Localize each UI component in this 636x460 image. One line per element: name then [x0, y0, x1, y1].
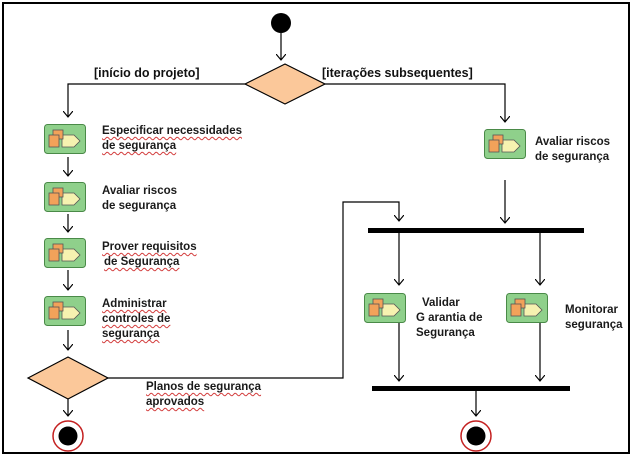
- activity-line: Administrar: [102, 298, 167, 310]
- activity-line: segurança: [102, 328, 160, 340]
- activity-line: de segurança: [535, 151, 610, 163]
- final-node-right: [460, 420, 492, 452]
- decision-label-line: Planos de segurança: [146, 381, 262, 393]
- activity-line: Monitorar: [565, 304, 619, 316]
- activity-especificar-necessidades: Especificar necessidades de segurança: [102, 124, 242, 154]
- activity-avaliar-riscos-right: Avaliar riscos de segurança: [535, 135, 610, 165]
- activity-icon-avaliar-left: [44, 182, 86, 212]
- activity-icon-avaliar-right: [484, 129, 526, 159]
- join-bar: [372, 386, 570, 391]
- activity-avaliar-riscos-left: Avaliar riscos de segurança: [102, 184, 177, 214]
- activity-prover-requisitos: Prover requisitos de Segurança: [102, 240, 197, 270]
- activity-line: controles de: [102, 313, 171, 325]
- activity-line: Prover requisitos: [102, 241, 197, 253]
- activity-line: Segurança: [416, 327, 475, 339]
- flow-decision-to-right: [325, 83, 505, 122]
- decision-plans-approved: [26, 356, 110, 400]
- flow-approved-to-fork: [108, 201, 399, 379]
- activity-line: de segurança: [102, 140, 177, 152]
- activity-icon-validar: [364, 293, 406, 323]
- activity-monitorar-seguranca: Monitorar segurança: [565, 303, 623, 333]
- decision-label-line: aprovados: [146, 396, 205, 408]
- label-plans-approved: Planos de segurança aprovados: [146, 380, 261, 410]
- fork-bar: [368, 228, 584, 233]
- activity-line: Especificar necessidades: [102, 125, 242, 137]
- decision-start: [243, 63, 327, 105]
- activity-icon-prover: [44, 238, 86, 268]
- activity-line: Avaliar riscos: [102, 185, 178, 197]
- activity-line: Avaliar riscos: [535, 136, 611, 148]
- activity-line: segurança: [565, 319, 623, 331]
- flow-decision-to-left: [68, 83, 245, 117]
- activity-icon-monitorar: [506, 293, 548, 323]
- guard-project-start: [início do projeto]: [94, 66, 200, 80]
- activity-validar-garantia: Validar G arantia de Segurança: [416, 296, 482, 341]
- final-node-left: [52, 420, 84, 452]
- activity-line: de segurança: [102, 200, 177, 212]
- activity-line: Validar: [422, 297, 460, 309]
- initial-node: [271, 13, 291, 33]
- activity-line: de Segurança: [104, 256, 180, 268]
- activity-line: G arantia de: [416, 312, 483, 324]
- guard-subsequent-iterations: [iterações subsequentes]: [322, 66, 473, 80]
- activity-administrar-controles: Administrar controles de segurança: [102, 297, 170, 342]
- activity-icon-especificar: [44, 124, 86, 154]
- activity-icon-administrar: [44, 296, 86, 326]
